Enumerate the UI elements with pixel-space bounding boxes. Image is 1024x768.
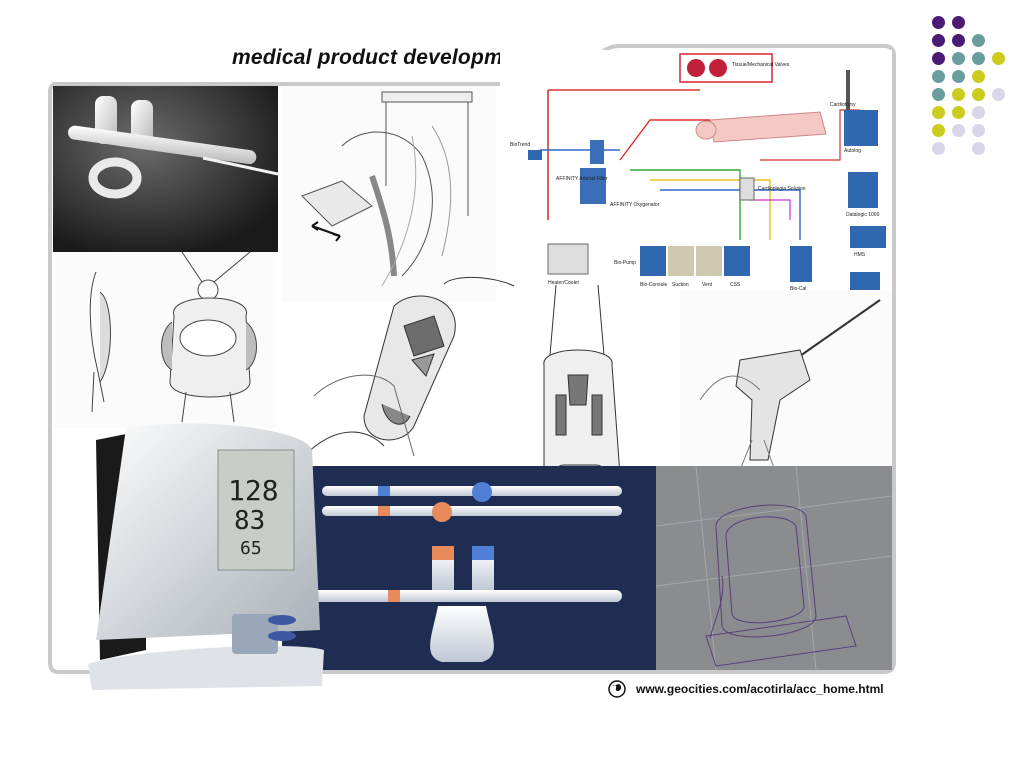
valve-photo — [53, 86, 278, 252]
source-url: www.geocities.com/acotirla/acc_home.html — [608, 680, 884, 698]
label-bio-cal: Bio-Cal — [790, 286, 806, 292]
tubing-render — [282, 466, 656, 670]
lcd-diastolic: 83 — [234, 506, 266, 536]
label-autolog: Autolog — [844, 148, 861, 154]
bp-monitor-photo: 128 83 65 — [86, 420, 326, 694]
cad-wireframe — [656, 466, 892, 670]
url-text: www.geocities.com/acotirla/acc_home.html — [636, 682, 884, 696]
label-affinity-oxygenator: AFFINITY Oxygenator — [610, 202, 660, 208]
label-suction: Suction — [672, 282, 689, 288]
perfusion-diagram: Tissue/Mechanical Valves Heater/Cooler — [500, 50, 892, 312]
page-title: medical product development — [232, 46, 535, 69]
label-biotrend: BioTrend — [510, 142, 530, 148]
handheld-sketch — [294, 276, 516, 466]
lcd-pulse: 65 — [240, 538, 262, 559]
label-cardiotomy: Cardiotomy — [830, 102, 856, 108]
pendant-sketches — [54, 252, 276, 428]
label-datalogic: Datalogic 1000 — [846, 212, 880, 218]
label-valves: Tissue/Mechanical Valves — [732, 62, 790, 68]
lcd-systolic: 128 — [228, 474, 279, 507]
decorative-dot-grid — [928, 14, 1008, 164]
label-css: CSS — [730, 282, 741, 288]
globe-icon — [608, 680, 626, 698]
label-vent: Vent — [702, 282, 713, 288]
label-affinity-filter: AFFINITY Arterial Filter — [556, 176, 608, 182]
label-bio-pump: Bio-Pump — [614, 260, 636, 266]
label-heater-cooler: Heater/Cooler — [548, 280, 579, 286]
probe-sketch — [680, 290, 892, 468]
label-hms: HMS — [854, 252, 866, 258]
surgical-sketch — [282, 86, 496, 302]
label-cardioplegia: Cardioplegia Solution — [758, 186, 806, 192]
label-bio-console: Bio-Console — [640, 282, 667, 288]
